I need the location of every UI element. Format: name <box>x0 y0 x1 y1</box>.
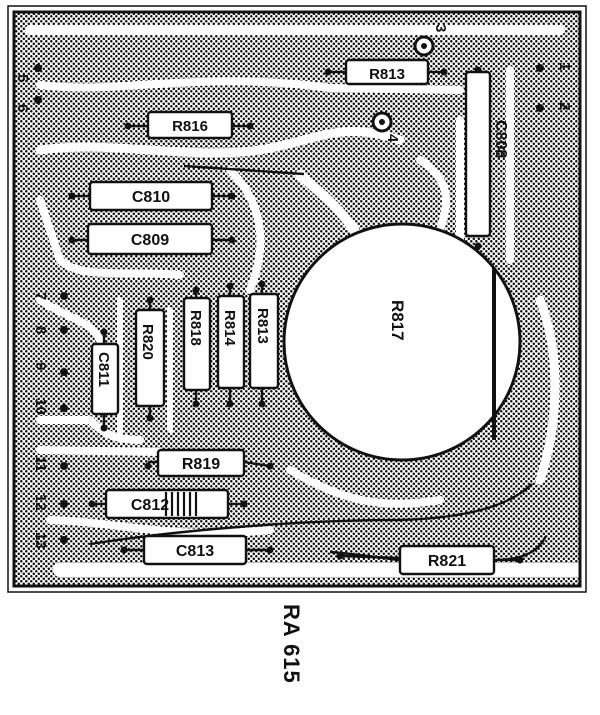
pin-6-label: 6 <box>14 104 31 112</box>
r817-label: R817 <box>388 300 407 341</box>
r813-mid-label: R813 <box>254 308 271 344</box>
r816-label: R816 <box>172 118 208 135</box>
capacitor-c810: C810 <box>72 180 232 212</box>
r820-label: R820 <box>139 324 156 360</box>
r821-label: R821 <box>428 553 466 570</box>
capacitor-c813: C813 <box>124 534 270 566</box>
pin-9-label: 9 <box>32 362 49 370</box>
r819-label: R819 <box>182 456 220 473</box>
resistor-r816: R816 <box>128 110 250 140</box>
capacitor-c809: C809 <box>72 222 232 256</box>
resistor-r817: R817 <box>282 222 522 462</box>
board-outer-edge <box>7 5 587 593</box>
pin-labels: 5 6 1 2 3 4 7 8 9 10 11 12 13 <box>14 24 573 549</box>
capacitor-c808: C808 <box>464 70 509 238</box>
r814-label: R814 <box>221 310 238 347</box>
resistor-r813-top: R813 <box>328 58 444 86</box>
c812-label: C812 <box>131 497 169 514</box>
pin-13-label: 13 <box>32 532 49 549</box>
capacitor-c812: C812 <box>92 488 244 520</box>
capacitor-c811: C811 <box>90 332 120 428</box>
c813-label: C813 <box>176 543 214 560</box>
pin-1-label: 1 <box>556 62 573 70</box>
c809-label: C809 <box>131 232 169 249</box>
r813-top-label: R813 <box>369 66 405 83</box>
c811-label: C811 <box>95 352 112 387</box>
resistor-r819: R819 <box>148 448 271 478</box>
resistor-r818: R818 <box>182 290 212 404</box>
resistor-r820: R820 <box>134 300 166 418</box>
c810-label: C810 <box>132 189 170 206</box>
pin-8-label: 8 <box>32 326 49 334</box>
pin-5-label: 5 <box>14 74 31 82</box>
c808-label: C808 <box>492 120 509 158</box>
pin-4-label: 4 <box>384 134 401 143</box>
pin-7-label: 7 <box>32 292 49 300</box>
pin-12-label: 12 <box>32 494 49 511</box>
board-title: RA 615 <box>279 604 304 684</box>
pin-10-label: 10 <box>32 398 49 415</box>
pin-2-label: 2 <box>556 102 573 110</box>
resistor-r821: R821 <box>339 544 520 576</box>
resistor-r814: R814 <box>216 286 246 404</box>
pin-11-label: 11 <box>32 456 49 472</box>
pin-3-label: 3 <box>432 24 449 32</box>
resistor-r813-mid: R813 <box>248 284 280 404</box>
r818-label: R818 <box>187 310 204 346</box>
board-outline <box>12 10 582 588</box>
